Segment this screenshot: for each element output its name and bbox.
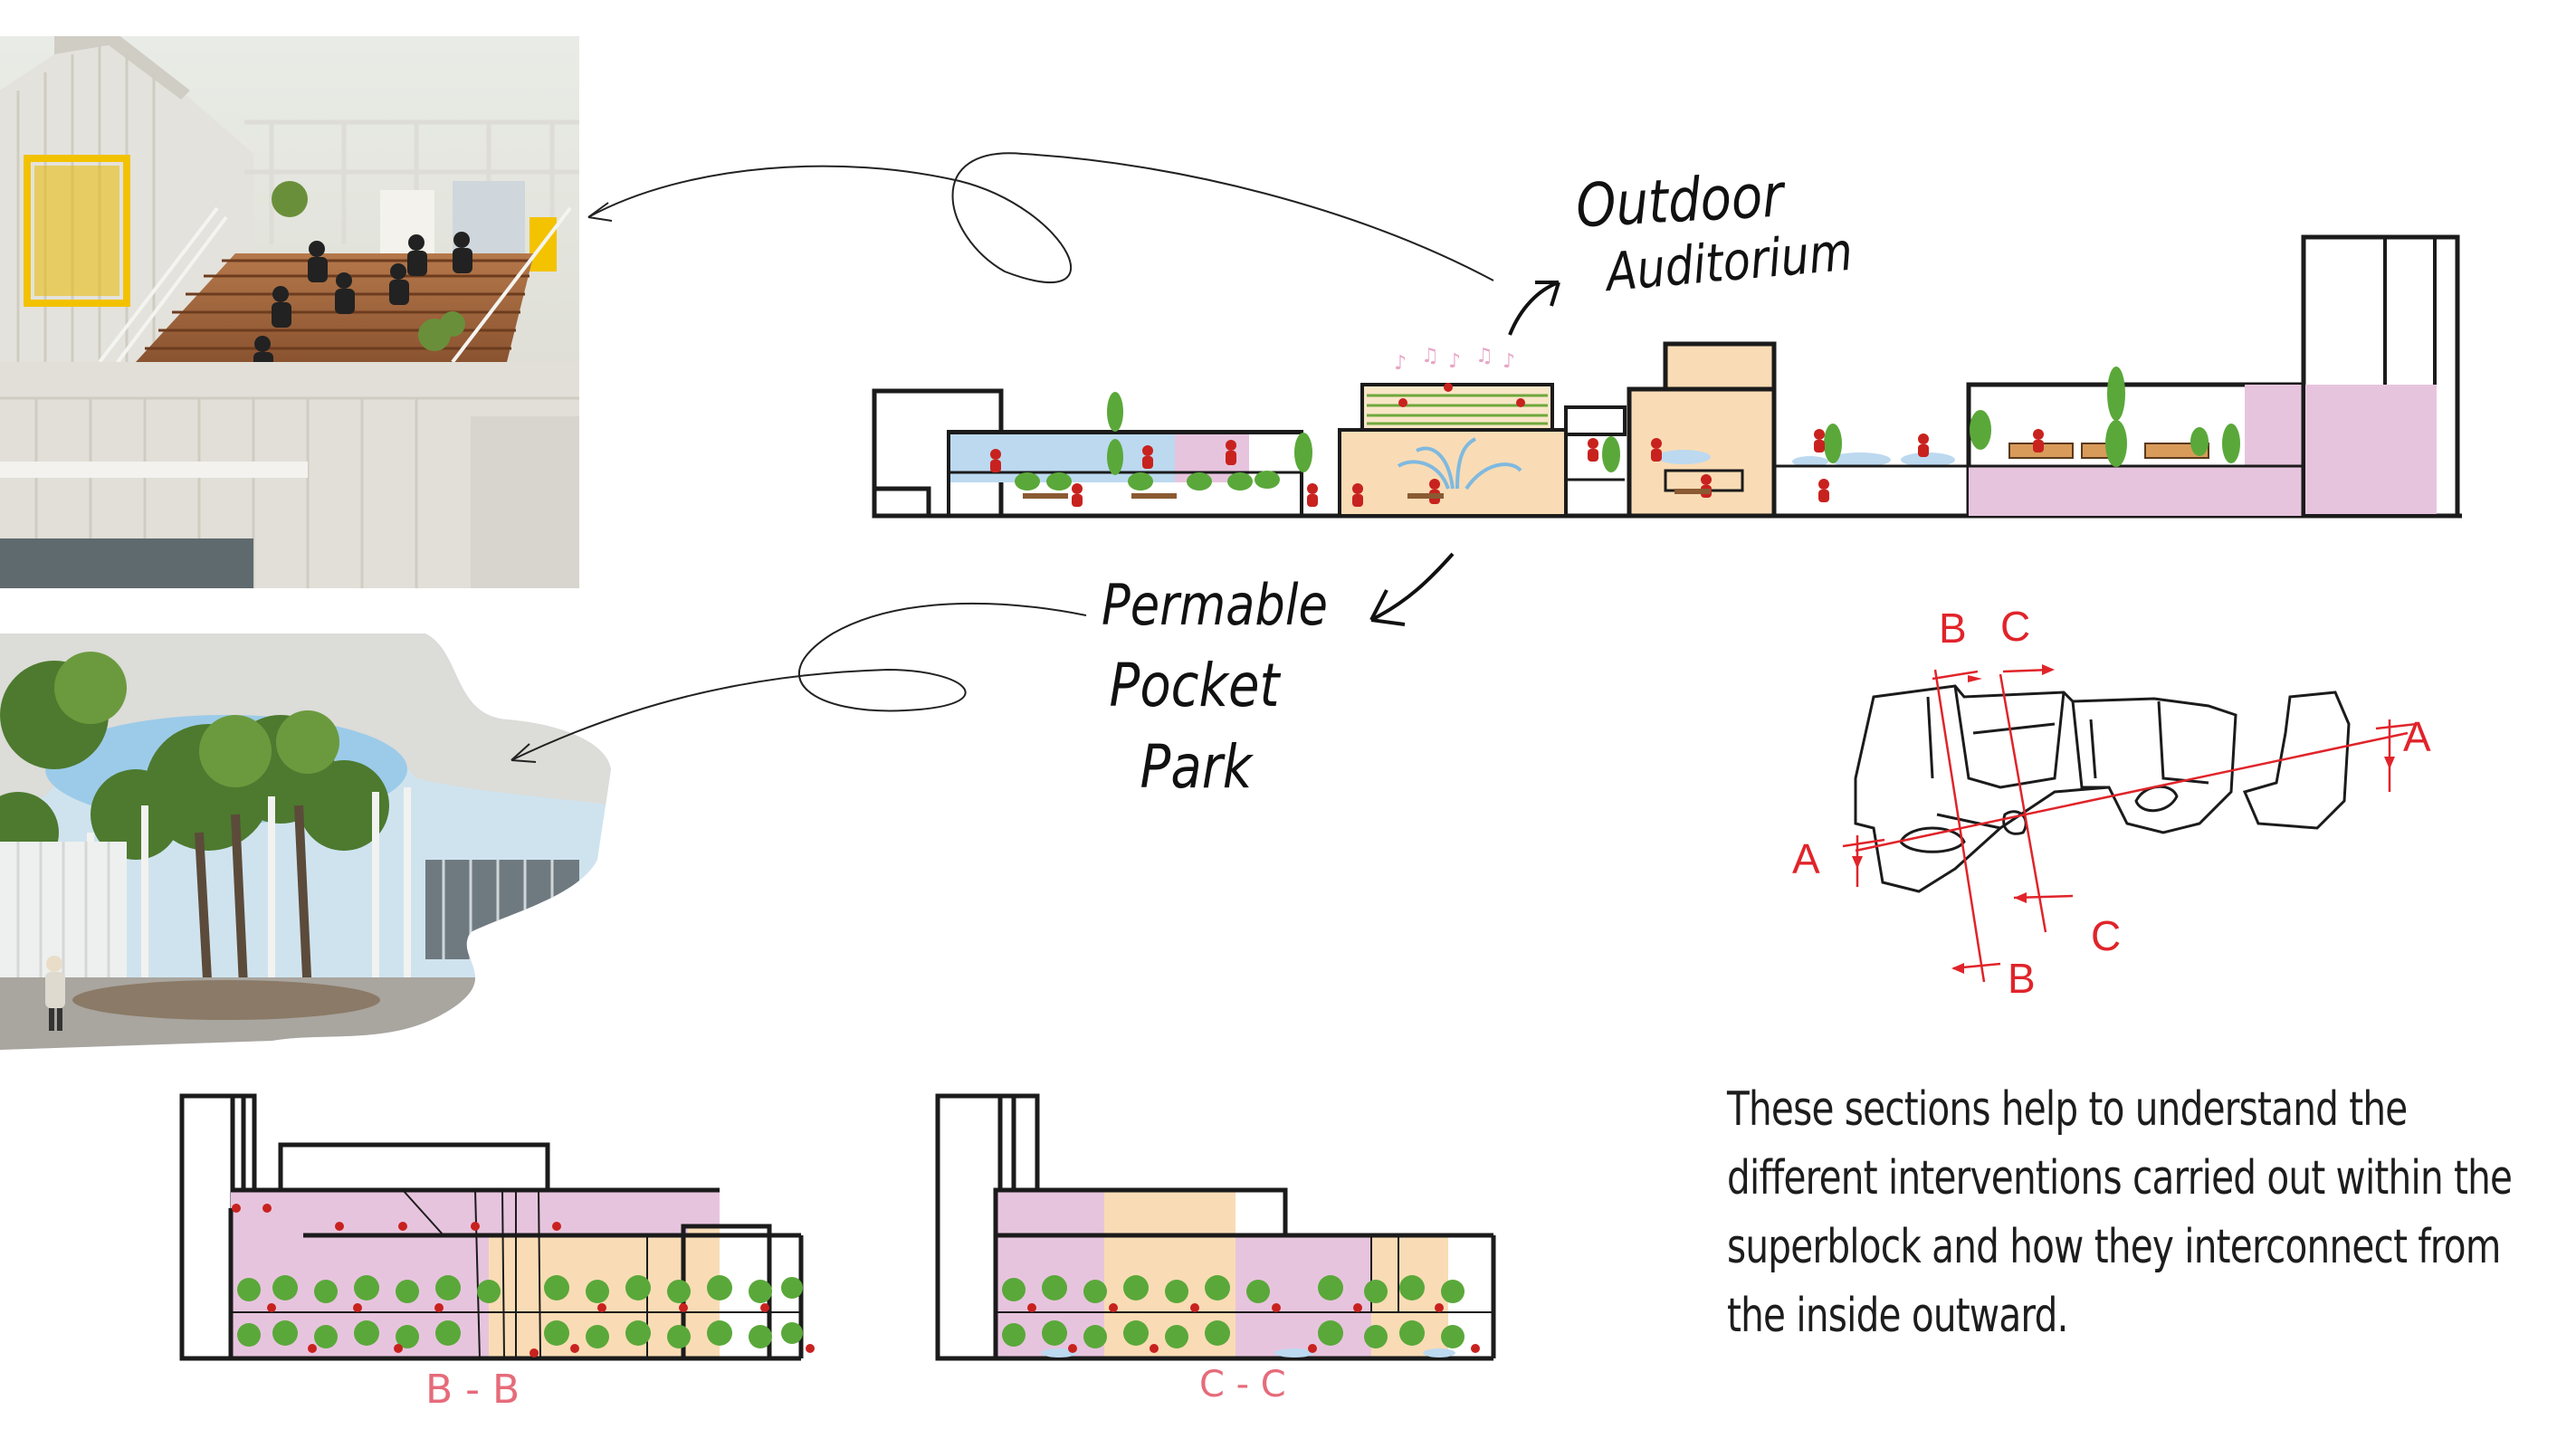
auditorium-arrow-icon (1508, 281, 1560, 336)
pocket-park-photo (0, 634, 615, 1050)
svg-text:♫: ♫ (1475, 345, 1493, 367)
svg-text:♪: ♪ (1448, 350, 1461, 373)
description-text: These sections help to understand the di… (1727, 1082, 2513, 1343)
permable-label-line1: Permable (1102, 573, 1328, 638)
permable-label-line2: Pocket (1110, 652, 1282, 721)
key-plan: B C A A C B (1792, 603, 2431, 1002)
key-plan-label-c-top: C (2000, 603, 2030, 650)
pocket-park-annotation: Permable Pocket Park (1102, 573, 1328, 803)
pocket-park-arrow-icon (1370, 552, 1455, 622)
section-c-c-drawing: C - C (935, 1093, 1496, 1405)
key-plan-label-a-left: A (1792, 835, 1820, 882)
svg-text:♪: ♪ (1503, 350, 1515, 373)
section-b-b-label: B - B (425, 1367, 520, 1413)
outdoor-auditorium-photo (0, 36, 579, 588)
handwritten-annotations: Outdoor Auditorium (1574, 163, 1855, 303)
key-plan-label-c-bottom: C (2091, 912, 2121, 959)
section-c-c-label: C - C (1199, 1364, 1286, 1405)
key-plan-label-b-bottom: B (2008, 955, 2036, 1002)
key-plan-label-a-right: A (2403, 713, 2431, 760)
svg-text:♪: ♪ (1394, 352, 1407, 375)
permable-label-line3: Park (1140, 733, 1255, 803)
key-plan-label-b-top: B (1939, 605, 1967, 652)
section-b-b-drawing: B - B (179, 1093, 815, 1413)
section-a-a-drawing: ♪ ♫ ♪ ♫ ♪ (872, 234, 2462, 519)
outdoor-label-line1: Outdoor (1574, 163, 1788, 242)
svg-text:♫: ♫ (1421, 345, 1439, 367)
